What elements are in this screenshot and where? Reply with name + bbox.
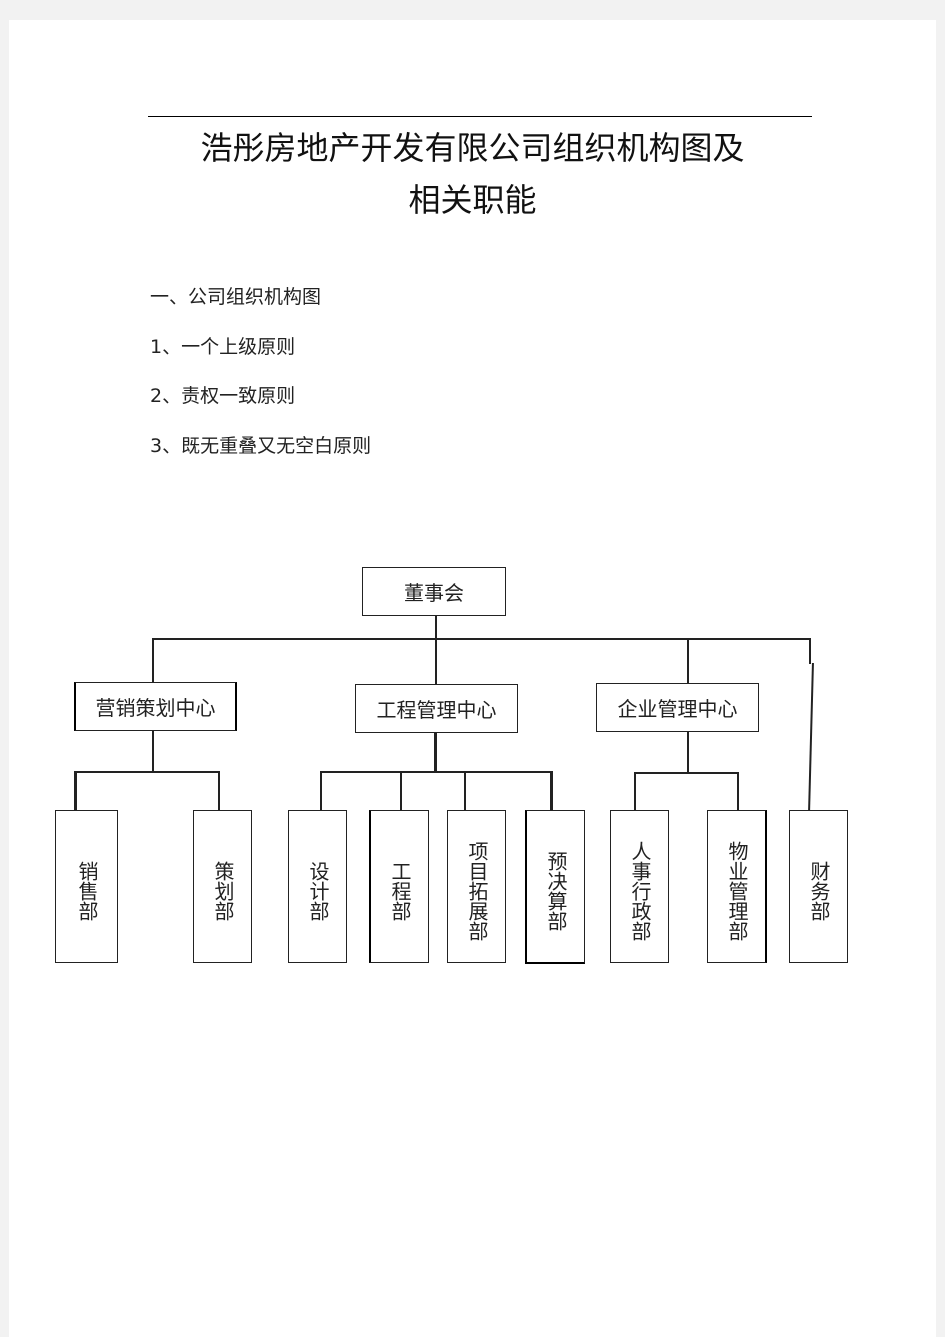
- marketing-center-box: 营销策划中心: [74, 682, 237, 731]
- engineering-center-box: 工程管理中心: [355, 684, 518, 733]
- department-box-planning: 策划部: [193, 810, 252, 963]
- connector-line: [464, 771, 466, 811]
- center-label: 营销策划中心: [95, 696, 216, 720]
- department-box-project-expansion: 项目拓展部: [447, 810, 506, 963]
- department-label: 设计部: [306, 860, 330, 921]
- connector-line: [435, 638, 437, 685]
- connector-line: [687, 731, 689, 773]
- department-label: 财务部: [807, 860, 831, 921]
- connector-line: [74, 771, 219, 773]
- principle-1: 1、一个上级原则: [150, 336, 296, 358]
- connector-line: [434, 732, 437, 772]
- enterprise-center-box: 企业管理中心: [596, 683, 759, 732]
- department-label: 策划部: [211, 860, 235, 921]
- board-label: 董事会: [404, 581, 464, 605]
- board-box: 董事会: [362, 567, 506, 616]
- department-label: 预决算部: [544, 850, 568, 931]
- principle-2: 2、责权一致原则: [150, 385, 296, 407]
- department-box-property-management: 物业管理部: [707, 810, 767, 963]
- department-box-sales: 销售部: [55, 810, 118, 963]
- connector-line: [634, 772, 636, 811]
- principle-3: 3、既无重叠又无空白原则: [150, 435, 372, 457]
- department-label: 项目拓展部: [465, 840, 489, 941]
- department-box-design: 设计部: [288, 810, 347, 963]
- center-label: 企业管理中心: [617, 697, 738, 721]
- document-page: [9, 20, 936, 1337]
- connector-line: [550, 771, 553, 811]
- department-box-hr-admin: 人事行政部: [610, 810, 669, 963]
- header-rule: [148, 116, 812, 117]
- document-title-line1: 浩彤房地产开发有限公司组织机构图及: [200, 129, 745, 167]
- connector-line: [320, 771, 552, 773]
- connector-line: [687, 638, 689, 684]
- department-label: 人事行政部: [628, 840, 652, 941]
- connector-line: [737, 772, 739, 811]
- connector-line: [218, 771, 220, 811]
- department-box-engineering: 工程部: [369, 810, 429, 963]
- connector-line: [808, 663, 814, 812]
- connector-line: [74, 771, 77, 811]
- department-box-finance: 财务部: [789, 810, 848, 963]
- connector-line: [152, 638, 154, 683]
- connector-line: [809, 654, 811, 664]
- connector-line: [634, 772, 738, 774]
- section-heading: 一、公司组织机构图: [150, 286, 322, 308]
- connector-line: [152, 730, 154, 772]
- connector-line: [152, 638, 810, 640]
- connector-line: [809, 638, 811, 654]
- connector-line: [435, 615, 437, 638]
- department-label: 工程部: [388, 860, 412, 921]
- connector-line: [320, 771, 322, 811]
- center-label: 工程管理中心: [376, 698, 497, 722]
- department-label: 销售部: [75, 860, 99, 921]
- department-box-budget: 预决算部: [525, 810, 585, 964]
- connector-line: [400, 771, 402, 811]
- department-label: 物业管理部: [725, 840, 749, 941]
- document-title-line2: 相关职能: [408, 181, 537, 219]
